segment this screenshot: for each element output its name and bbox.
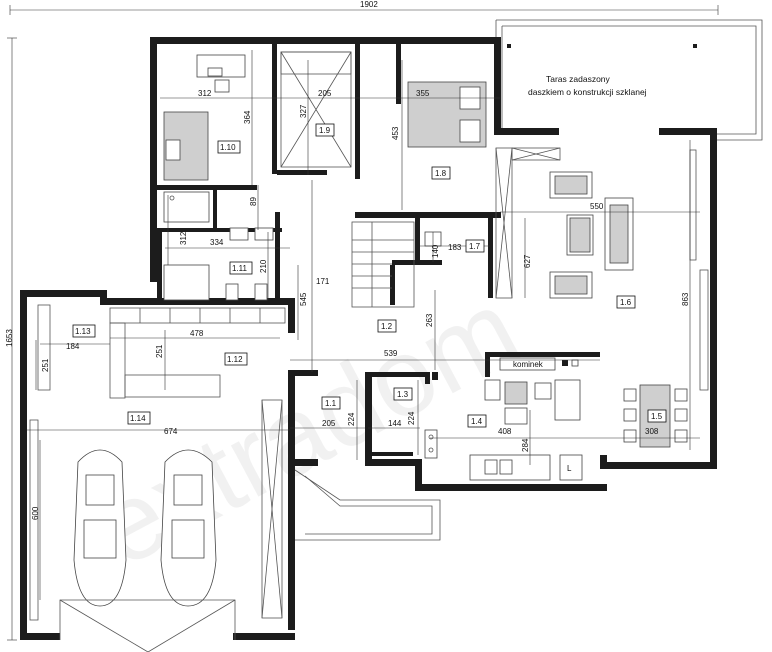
dim-550: 550	[590, 202, 604, 211]
fireplace-and-island: kominek	[484, 357, 581, 425]
dim-224-pantry: 224	[407, 411, 416, 425]
overall-width-dimension: 1902	[9, 0, 719, 15]
svg-text:1.11: 1.11	[232, 264, 248, 273]
room-label-1-8: 1.8	[431, 166, 451, 180]
windows	[29, 147, 709, 621]
staircase	[351, 221, 415, 308]
svg-text:1.6: 1.6	[620, 298, 632, 307]
svg-text:1.4: 1.4	[471, 417, 483, 426]
room-label-1-14: 1.14	[127, 411, 151, 425]
dim-364: 364	[243, 110, 252, 124]
room-label-1-12: 1.12	[224, 352, 248, 366]
wardrobe-closet	[280, 51, 352, 168]
overall-height-label: 1653	[5, 329, 14, 347]
room-label-1-10: 1.10	[217, 140, 241, 154]
car-left	[73, 449, 127, 607]
car-right	[160, 449, 217, 607]
room-label-1-9: 1.9	[315, 123, 335, 137]
room-label-1-11: 1.11	[229, 261, 253, 275]
svg-text:1.7: 1.7	[469, 242, 481, 251]
room-label-1-1: 1.1	[321, 396, 341, 410]
svg-text:1.12: 1.12	[227, 355, 243, 364]
desk	[196, 54, 246, 93]
svg-text:1.10: 1.10	[220, 143, 236, 152]
dim-312-top: 312	[198, 89, 212, 98]
dim-327: 327	[299, 104, 308, 118]
room-label-1-7: 1.7	[465, 239, 485, 253]
dim-251-storage: 251	[155, 344, 164, 358]
svg-text:1.8: 1.8	[435, 169, 447, 178]
dim-263: 263	[425, 313, 434, 327]
dim-144: 144	[388, 419, 402, 428]
dim-545: 545	[299, 292, 308, 306]
room-label-1-6: 1.6	[616, 295, 636, 309]
dim-205-hall: 205	[322, 419, 336, 428]
room-label-1-5: 1.5	[647, 409, 667, 423]
dim-334: 334	[210, 238, 224, 247]
bed-master	[407, 81, 487, 148]
entrance-steps	[294, 469, 441, 541]
svg-text:1.2: 1.2	[381, 322, 393, 331]
terrace-note-line-2: daszkiem o konstrukcji szklanej	[528, 87, 647, 97]
dim-312-bath: 312	[179, 231, 188, 245]
svg-text:1.5: 1.5	[651, 412, 663, 421]
dim-674: 674	[164, 427, 178, 436]
dim-183: 183	[448, 243, 462, 252]
dim-284: 284	[521, 438, 530, 452]
dim-627: 627	[523, 254, 532, 268]
dim-453: 453	[391, 126, 400, 140]
storage-shelving	[109, 307, 286, 399]
dim-140: 140	[431, 244, 440, 258]
dim-89: 89	[249, 197, 258, 206]
bed-single	[163, 111, 209, 181]
bathroom-fixtures	[163, 191, 442, 301]
kitchen-counter: L	[424, 429, 583, 481]
svg-text:1.3: 1.3	[397, 390, 409, 399]
room-label-1-2: 1.2	[377, 319, 397, 333]
terrace-note-line-1: Taras zadaszony	[546, 74, 611, 84]
svg-text:1.1: 1.1	[325, 399, 337, 408]
dim-308: 308	[645, 427, 659, 436]
overall-height-dimension: 1653	[5, 37, 17, 641]
room-label-1-3: 1.3	[393, 387, 413, 401]
fireplace-label: kominek	[513, 360, 544, 369]
room-label-1-13: 1.13	[72, 324, 96, 338]
room-label-1-4: 1.4	[467, 414, 487, 428]
dim-210: 210	[259, 259, 268, 273]
dim-224-hall: 224	[347, 412, 356, 426]
dim-355: 355	[416, 89, 430, 98]
dimension-labels: 312 205 355 327 364 453 89 312 334 210 1…	[31, 89, 690, 520]
dim-251-garage: 251	[41, 358, 50, 372]
terrace: Taras zadaszony daszkiem o konstrukcji s…	[495, 19, 763, 141]
svg-text:1.13: 1.13	[75, 327, 91, 336]
interior-walls	[157, 44, 600, 456]
dim-408: 408	[498, 427, 512, 436]
svg-text:1.14: 1.14	[130, 414, 146, 423]
svg-text:1.9: 1.9	[319, 126, 331, 135]
dim-600: 600	[31, 506, 40, 520]
garage-driveway	[59, 599, 236, 652]
dim-539: 539	[384, 349, 398, 358]
dim-184: 184	[66, 342, 80, 351]
exterior-walls	[20, 37, 717, 640]
watermark: extradom	[76, 266, 539, 590]
dim-205-top: 205	[318, 89, 332, 98]
overall-width-label: 1902	[360, 0, 378, 9]
dim-863: 863	[681, 292, 690, 306]
dim-478: 478	[190, 329, 204, 338]
living-room-furniture	[549, 171, 634, 299]
kitchen-mark: L	[567, 464, 572, 473]
dim-171: 171	[316, 277, 330, 286]
dimension-lines	[27, 50, 700, 600]
